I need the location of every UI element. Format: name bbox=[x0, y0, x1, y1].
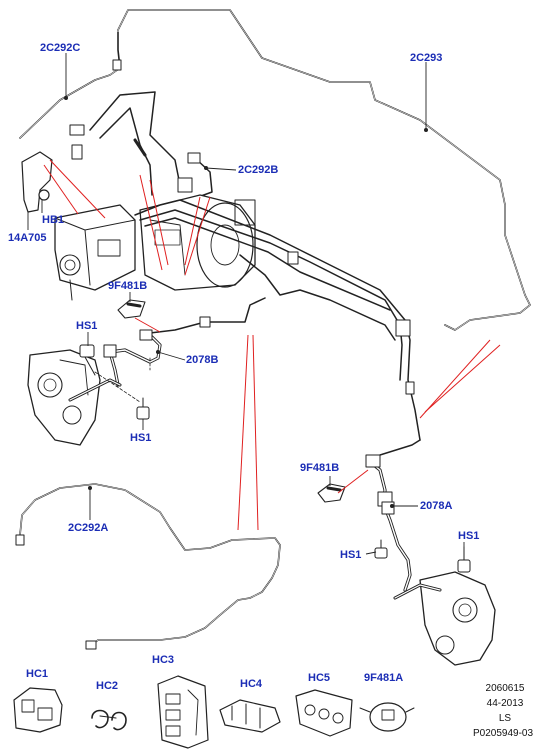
ref-line-7 bbox=[134, 317, 161, 333]
callout-hb1: HB1 bbox=[42, 214, 65, 226]
footer-line-2: 44-2013 bbox=[486, 698, 524, 709]
clip-hc3 bbox=[157, 675, 209, 749]
bolt-hs1-left bbox=[79, 344, 96, 376]
bolt-hs1-right-mid bbox=[374, 539, 388, 559]
callout-hs1-right-top: HS1 bbox=[458, 530, 480, 542]
callout-2c292c: 2C292C bbox=[40, 42, 81, 54]
label-hc3: HC3 bbox=[152, 654, 175, 666]
ref-line-9 bbox=[252, 334, 259, 531]
clip-hc1 bbox=[13, 687, 63, 733]
label-9f481a: 9F481A bbox=[364, 672, 404, 684]
hcu-module bbox=[54, 204, 136, 301]
callout-9f481b-right: 9F481B bbox=[300, 462, 340, 474]
clip-hc4 bbox=[219, 699, 281, 733]
bracket-14a705 bbox=[21, 151, 53, 213]
ref-line-4 bbox=[149, 179, 169, 266]
pipe-2c292a bbox=[19, 483, 281, 646]
footer-line-1: 2060615 bbox=[485, 683, 525, 694]
label-hc1: HC1 bbox=[26, 668, 49, 680]
bolt-hs1-left-bottom bbox=[136, 397, 150, 420]
clip-hc5 bbox=[295, 689, 353, 737]
bracket-9f481b-right bbox=[317, 483, 346, 503]
callout-2c293: 2C293 bbox=[410, 52, 443, 64]
leader-2c292b bbox=[205, 167, 237, 171]
leader-hs1-right-mid bbox=[365, 551, 377, 555]
ref-line-10 bbox=[419, 339, 491, 419]
callout-2c292b: 2C292B bbox=[238, 164, 279, 176]
label-hc2: HC2 bbox=[96, 680, 119, 692]
hose-2078a bbox=[365, 454, 412, 592]
callout-2078a: 2078A bbox=[420, 500, 453, 512]
callout-14a705: 14A705 bbox=[8, 232, 47, 244]
label-hc5: HC5 bbox=[308, 672, 331, 684]
ref-line-3 bbox=[139, 174, 163, 271]
ref-line-6 bbox=[184, 196, 211, 276]
ref-line-5 bbox=[184, 196, 201, 266]
ref-line-8 bbox=[237, 334, 249, 531]
footer-line-4: P0205949-03 bbox=[472, 728, 534, 739]
bolt-hs1-right-top bbox=[457, 546, 471, 573]
caliper-right bbox=[393, 571, 496, 666]
callout-hs1-left: HS1 bbox=[76, 320, 98, 332]
ref-line-11 bbox=[424, 344, 501, 413]
clip-9f481a bbox=[359, 702, 415, 732]
label-hc4: HC4 bbox=[240, 678, 263, 690]
caliper-left bbox=[27, 349, 141, 446]
hose-2078b bbox=[103, 329, 162, 387]
callout-2c292a: 2C292A bbox=[68, 522, 109, 534]
clip-hc2 bbox=[91, 709, 127, 731]
callout-hs1-left-bottom: HS1 bbox=[130, 432, 152, 444]
pipe-2c292b bbox=[189, 157, 213, 201]
bracket-9f481b-top bbox=[117, 299, 146, 319]
ref-line-2 bbox=[49, 159, 106, 219]
callout-hs1-right-mid: HS1 bbox=[340, 549, 362, 561]
footer-line-3: LS bbox=[498, 713, 512, 724]
callout-9f481b-top: 9F481B bbox=[108, 280, 148, 292]
ref-line-1 bbox=[43, 164, 79, 215]
ref-line-12 bbox=[337, 469, 369, 494]
leader-2078b bbox=[157, 351, 186, 361]
callout-2078b: 2078B bbox=[186, 354, 219, 366]
